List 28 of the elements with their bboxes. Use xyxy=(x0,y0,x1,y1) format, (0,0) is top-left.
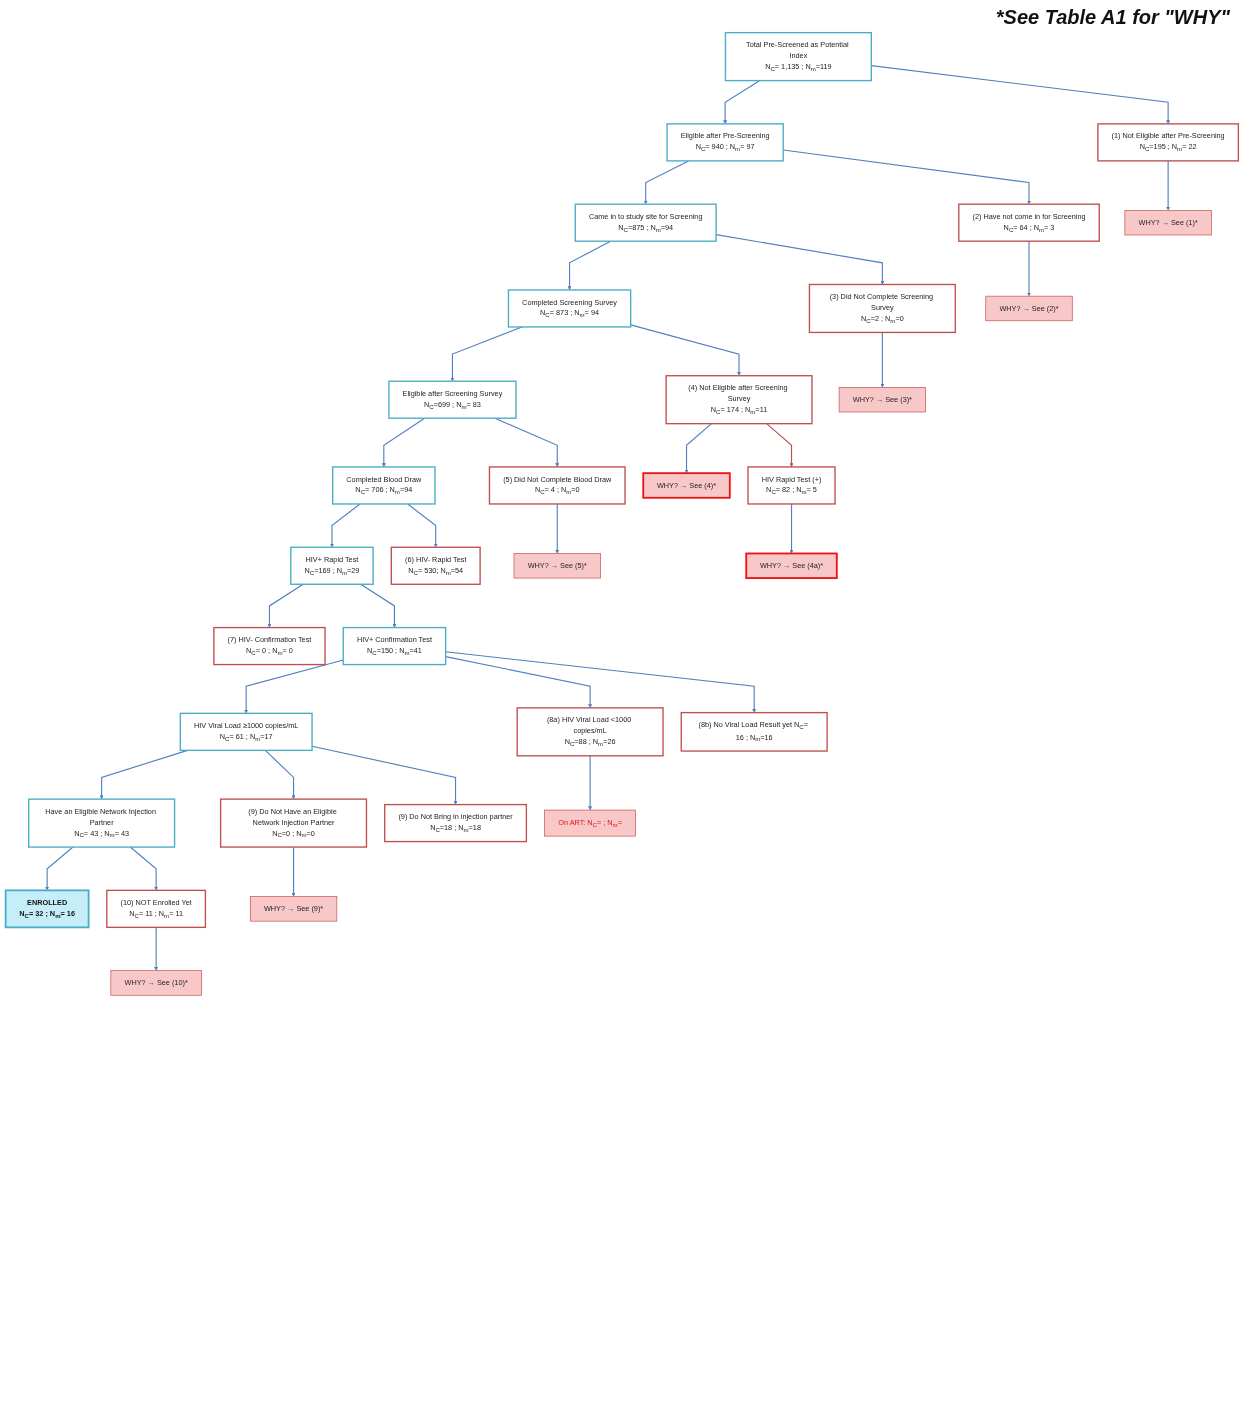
arrow xyxy=(684,423,712,474)
arrow xyxy=(360,583,397,628)
arrow xyxy=(494,417,560,468)
arrow xyxy=(244,659,344,714)
note-text: *See Table A1 for "WHY" xyxy=(995,6,1230,28)
arrow xyxy=(643,160,690,205)
arrow xyxy=(45,846,74,891)
arrow xyxy=(407,503,438,548)
arrow xyxy=(264,749,296,800)
arrow xyxy=(880,331,885,388)
arrow xyxy=(630,324,742,376)
arrow xyxy=(567,240,612,291)
arrow xyxy=(129,846,159,891)
arrow xyxy=(1166,160,1171,211)
arrow xyxy=(154,926,159,971)
arrow xyxy=(789,503,794,554)
arrow xyxy=(445,651,757,713)
arrow xyxy=(766,423,794,468)
arrow xyxy=(267,583,304,628)
arrow xyxy=(381,417,426,468)
arrow xyxy=(723,80,761,125)
arrow xyxy=(291,846,296,897)
arrow xyxy=(555,503,560,554)
arrow xyxy=(1027,240,1031,297)
arrow xyxy=(588,755,593,811)
arrow xyxy=(445,656,593,709)
arrow xyxy=(450,326,523,382)
arrow xyxy=(329,503,361,548)
